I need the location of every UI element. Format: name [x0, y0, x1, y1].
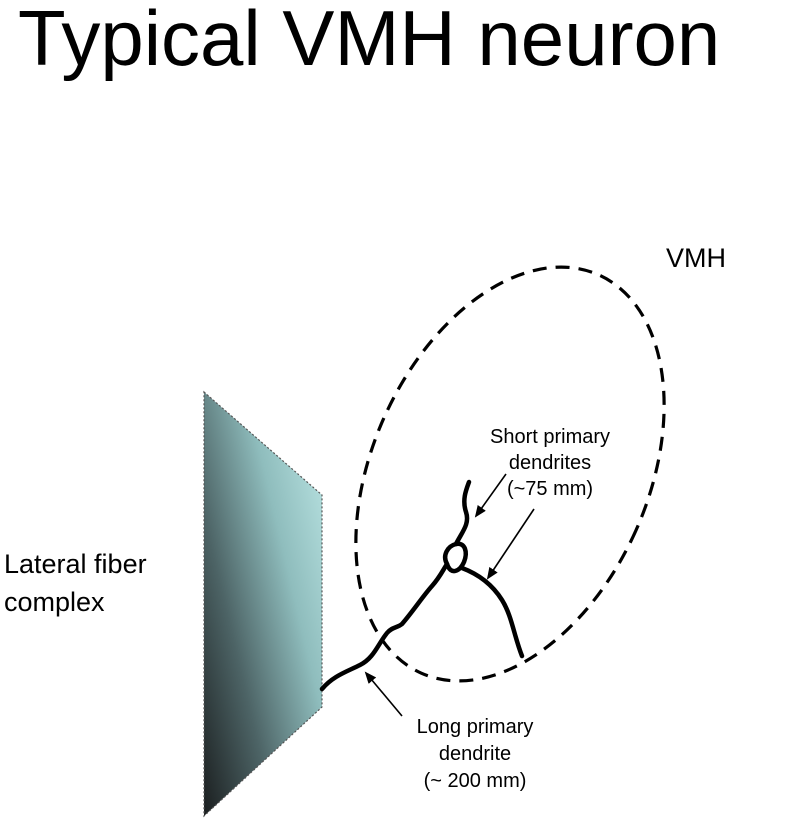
- long-dendrite-label-line2: dendrite: [438, 743, 512, 765]
- short-dendrite-arrow-2: [486, 508, 535, 580]
- lateral-fiber-label-line2: complex: [4, 587, 105, 617]
- long-primary-dendrite: [319, 561, 450, 692]
- vmh-label: VMH: [666, 243, 726, 273]
- lateral-fiber-complex-label: Lateral fiber complex: [4, 545, 147, 621]
- short-dendrites-label-line3: (~75 mm): [506, 478, 594, 500]
- long-dendrite-label-line1: Long primary: [416, 716, 534, 738]
- long-dendrite-label: Long primary dendrite (~ 200 mm): [395, 714, 555, 795]
- vmh-boundary: [354, 265, 666, 683]
- long-dendrite-label-line3: (~ 200 mm): [423, 770, 527, 792]
- short-dendrite-arrow-1: [474, 473, 507, 518]
- long-dendrite-arrow: [364, 671, 403, 717]
- short-dendrites-label-line1: Short primary: [489, 426, 611, 448]
- short-dendrites-label-line2: dendrites: [508, 452, 592, 474]
- short-primary-dendrite-upper: [453, 479, 472, 547]
- slide-title: Typical VMH neuron: [18, 0, 721, 82]
- lateral-fiber-label-line1: Lateral fiber: [4, 549, 147, 579]
- short-dendrites-label: Short primary dendrites (~75 mm): [485, 424, 615, 502]
- neuron-soma: [442, 541, 468, 574]
- short-primary-dendrite-lower: [459, 565, 525, 659]
- lateral-fiber-complex-shape: [203, 390, 323, 818]
